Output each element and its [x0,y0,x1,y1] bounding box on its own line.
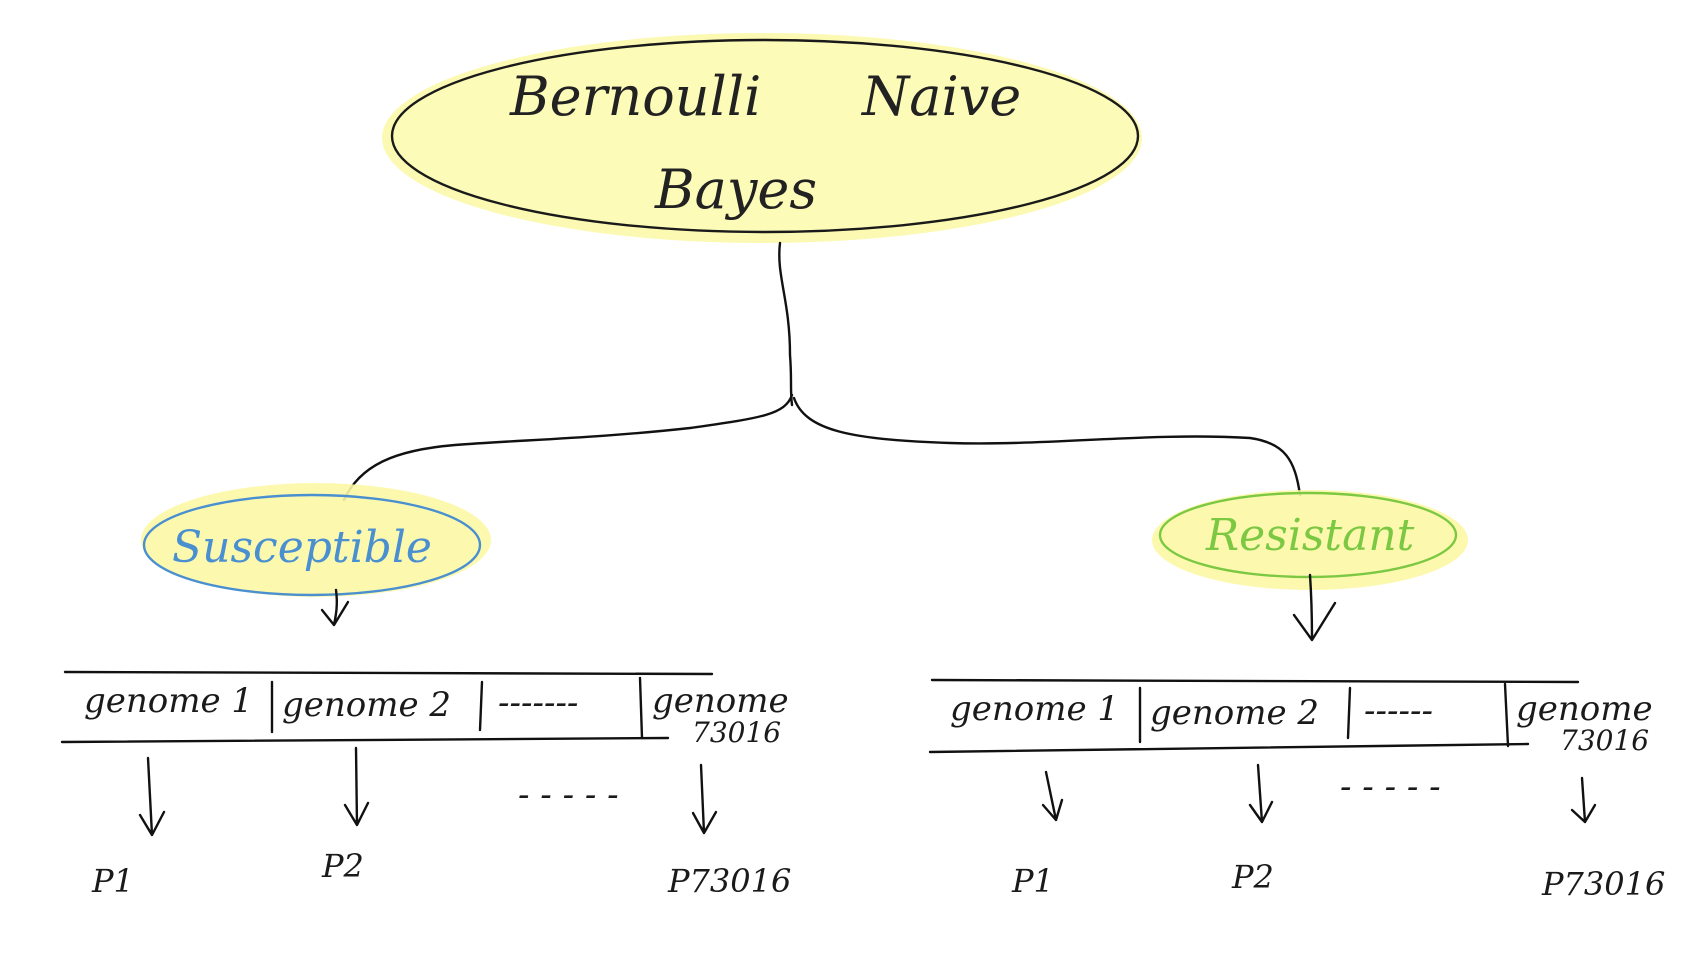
resistant-arrow-p2 [1248,763,1274,824]
branch-left-line [342,393,794,502]
resistant-cell-ellipsis: ------ [1364,691,1433,731]
resistant-prob-p1: P1 [1011,862,1054,900]
resistant-ellipse [1158,491,1458,579]
resistant-row-top-border [930,678,1580,684]
susceptible-ellipse [142,493,482,597]
resistant-arrow-p1 [1041,770,1064,822]
root-ellipse [390,38,1140,234]
resistant-prob-plast: P73016 [1541,865,1665,903]
susceptible-cell-divider-3 [638,676,644,740]
resistant-cell-genome-1: genome 1 [950,689,1119,729]
root-title-word3: Bayes [654,158,817,221]
resistant-highlight [1152,490,1468,590]
susceptible-arrow-plast [691,763,718,835]
trunk-line [778,241,794,407]
resistant-arrow-plast [1570,776,1597,824]
resistant-prob-p2: P2 [1231,858,1274,896]
susceptible-row-top-border [63,670,714,676]
susceptible-cell-genome-1: genome 1 [84,681,253,721]
root-title-word1: Bernoulli [509,65,761,128]
susceptible-cell-genome-last-number: 73016 [692,716,781,749]
resistant-cell-genome-last: genome [1516,689,1653,729]
susceptible-cell-ellipsis: ------- [498,683,578,723]
class-susceptible: Susceptible genome 1 genome 2 ------- ge… [60,483,791,900]
susceptible-arrow-p1 [138,756,166,837]
root-node: Bernoulli Naive Bayes [382,33,1142,243]
resistant-cell-divider-3 [1503,682,1510,748]
susceptible-down-arrow [320,588,350,627]
susceptible-arrow-p2 [343,746,370,827]
susceptible-genome-row: genome 1 genome 2 ------- genome 73016 [60,670,789,749]
susceptible-prob-plast: P73016 [667,862,791,900]
branch-connectors [342,241,1302,502]
resistant-cell-genome-last-number: 73016 [1560,724,1649,757]
susceptible-cell-divider-2 [478,680,484,732]
root-title-word2: Naive [860,65,1021,128]
class-resistant: Resistant genome 1 genome 2 ------ genom… [928,490,1665,903]
susceptible-prob-p1: P1 [91,862,134,900]
resistant-cell-genome-2: genome 2 [1150,693,1319,733]
susceptible-label: Susceptible [172,522,432,573]
susceptible-cell-genome-2: genome 2 [282,685,451,725]
resistant-row-bottom-border [928,742,1530,754]
resistant-cell-divider-2 [1346,686,1352,740]
susceptible-prob-p2: P2 [321,847,364,885]
susceptible-row-bottom-border [60,736,670,744]
resistant-label: Resistant [1205,510,1415,561]
susceptible-cell-genome-last: genome [652,681,789,721]
branch-right-line [792,396,1302,497]
susceptible-highlight [141,483,491,597]
susceptible-dots: - - - - - [518,775,619,815]
resistant-genome-row: genome 1 genome 2 ------ genome 73016 [928,678,1653,757]
resistant-dots: - - - - - [1340,767,1441,807]
resistant-down-arrow [1292,573,1337,642]
